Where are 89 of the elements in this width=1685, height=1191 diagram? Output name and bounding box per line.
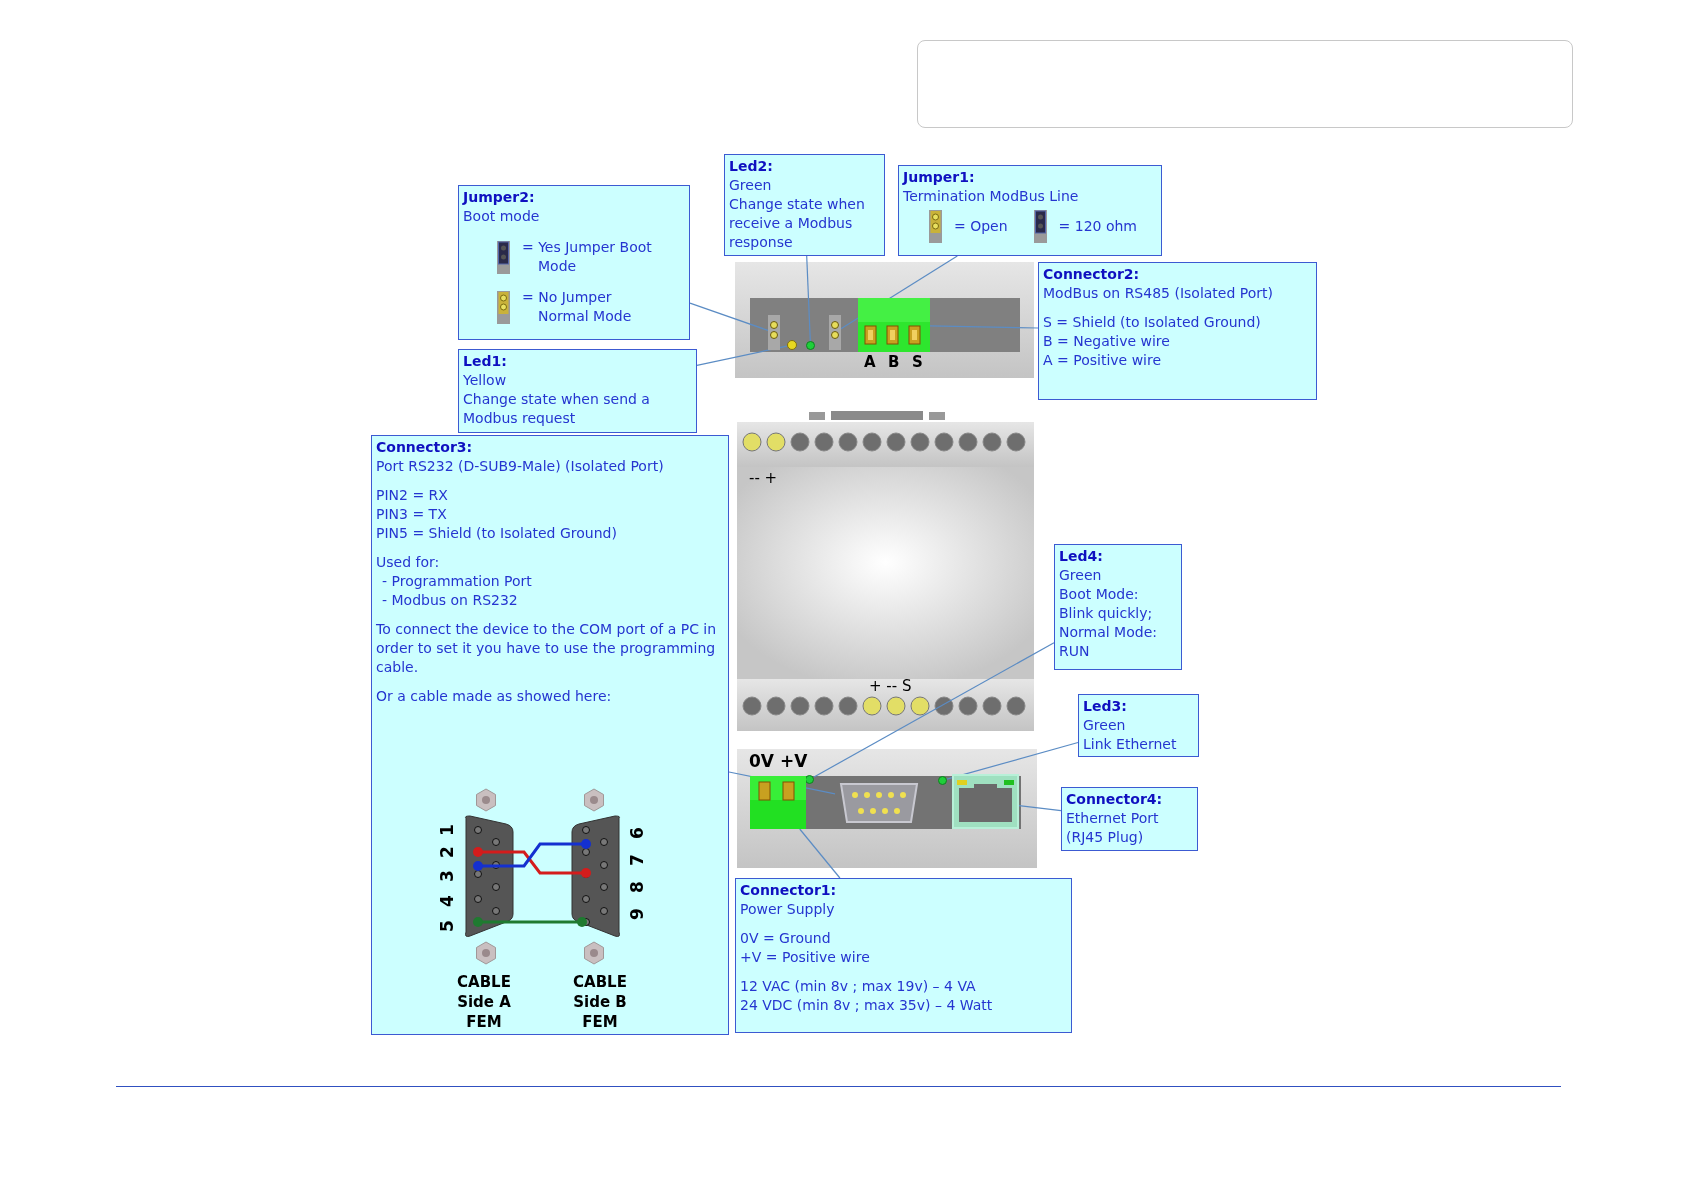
terminal-label: + -- S (869, 677, 912, 695)
callout-text: Power Supply (740, 900, 836, 919)
callout-text: Blink quickly; (1059, 604, 1154, 623)
leader-line (946, 741, 1079, 780)
callout-text: PIN5 = Shield (to Isolated Ground) (376, 524, 618, 543)
cable-side-label: CABLE Side A FEM (456, 972, 512, 1032)
callout-heading: Led4: (1059, 547, 1104, 566)
pin-number: 1 (438, 823, 456, 838)
pin-number: 7 (628, 853, 646, 868)
pin-number: 4 (438, 894, 456, 909)
pin-number: 8 (628, 880, 646, 895)
callout-text: Boot Mode: (1059, 585, 1140, 604)
pin-number: 5 (438, 919, 456, 934)
callout-heading: Connector4: (1066, 790, 1164, 809)
callout-box (371, 435, 729, 1035)
terminal-label: -- + (749, 469, 778, 487)
callout-heading: Connector3: (376, 438, 474, 457)
callout-box (1038, 262, 1317, 400)
callout-heading: Led2: (729, 157, 774, 176)
callout-text: PIN3 = TX (376, 505, 448, 524)
callout-text: Link Ethernet (1083, 735, 1178, 754)
callout-heading: Connector1: (740, 881, 838, 900)
callout-heading: Jumper1: (903, 168, 976, 187)
callout-box (1078, 694, 1199, 757)
leader-line (929, 325, 1039, 329)
callout-box (735, 878, 1072, 1033)
led-light (806, 341, 815, 350)
callout-text: = 120 ohm (1058, 217, 1137, 236)
leader-line (806, 255, 811, 342)
leader-line (799, 828, 841, 879)
callout-text: = No Jumper Normal Mode (522, 288, 633, 326)
terminal-block (858, 298, 930, 352)
callout-text: Yellow (463, 371, 508, 390)
pin-number: 2 (438, 845, 456, 860)
callout-text: Or a cable made as showed here: (376, 687, 613, 706)
callout-text: B = Negative wire (1043, 332, 1171, 351)
callout-text: +V = Positive wire (740, 948, 871, 967)
terminal-label: S (912, 353, 923, 371)
callout-text: Port RS232 (D-SUB9-Male) (Isolated Port) (376, 457, 665, 476)
callout-text: 24 VDC (min 8v ; max 35v) – 4 Watt (740, 996, 994, 1015)
rj45-port (952, 774, 1019, 829)
callout-text: Used for: (376, 553, 441, 572)
callout-text: RUN (1059, 642, 1091, 661)
callout-text: Boot mode (463, 207, 541, 226)
callout-text: PIN2 = RX (376, 486, 449, 505)
terminal-label: B (888, 353, 900, 371)
callout-text: Normal Mode: (1059, 623, 1158, 642)
callout-text: S = Shield (to Isolated Ground) (1043, 313, 1262, 332)
callout-text: Green (1059, 566, 1103, 585)
callout-text: To connect the device to the COM port of a PC in order to set it you have to use the programming cable. (376, 620, 718, 677)
callout-box (1054, 544, 1182, 670)
callout-box (458, 349, 697, 433)
callout-heading: Led1: (463, 352, 508, 371)
callout-text: = Yes Jumper Boot Mode (522, 238, 653, 276)
leader-line (1018, 805, 1062, 812)
terminal-label: A (864, 353, 876, 371)
callout-box (458, 185, 690, 340)
terminal-label: 0V +V (749, 752, 808, 770)
pin-number: 9 (628, 907, 646, 922)
power-terminal-block (750, 776, 806, 829)
leader-line (689, 302, 769, 331)
led-light (938, 776, 947, 785)
pin-number: 3 (438, 869, 456, 884)
callout-text: ModBus on RS485 (Isolated Port) (1043, 284, 1274, 303)
callout-box (898, 165, 1162, 256)
leader-line (696, 345, 788, 366)
callout-text: Green (729, 176, 773, 195)
callout-text: = Open (954, 217, 1008, 236)
pin-number: 6 (628, 826, 646, 841)
callout-text: 12 VAC (min 8v ; max 19v) – 4 VA (740, 977, 977, 996)
cable-side-label: CABLE Side B FEM (572, 972, 628, 1032)
jumper (829, 315, 841, 350)
callout-text: Change state when send a Modbus request (463, 390, 651, 428)
callout-text: Ethernet Port (RJ45 Plug) (1066, 809, 1160, 847)
callout-text: Change state when receive a Modbus response (729, 195, 866, 252)
callout-text: 0V = Ground (740, 929, 832, 948)
callout-text: - Modbus on RS232 (381, 591, 519, 610)
leader-line (813, 642, 1055, 778)
callout-box (724, 154, 885, 256)
callout-text: Green (1083, 716, 1127, 735)
callout-heading: Jumper2: (463, 188, 536, 207)
callout-heading: Led3: (1083, 697, 1128, 716)
jumper (768, 315, 780, 350)
callout-text: Termination ModBus Line (903, 187, 1080, 206)
led-light (787, 340, 797, 350)
callout-text: - Programmation Port (381, 572, 533, 591)
callout-text: A = Positive wire (1043, 351, 1163, 370)
callout-box (1061, 787, 1198, 851)
callout-heading: Connector2: (1043, 265, 1141, 284)
